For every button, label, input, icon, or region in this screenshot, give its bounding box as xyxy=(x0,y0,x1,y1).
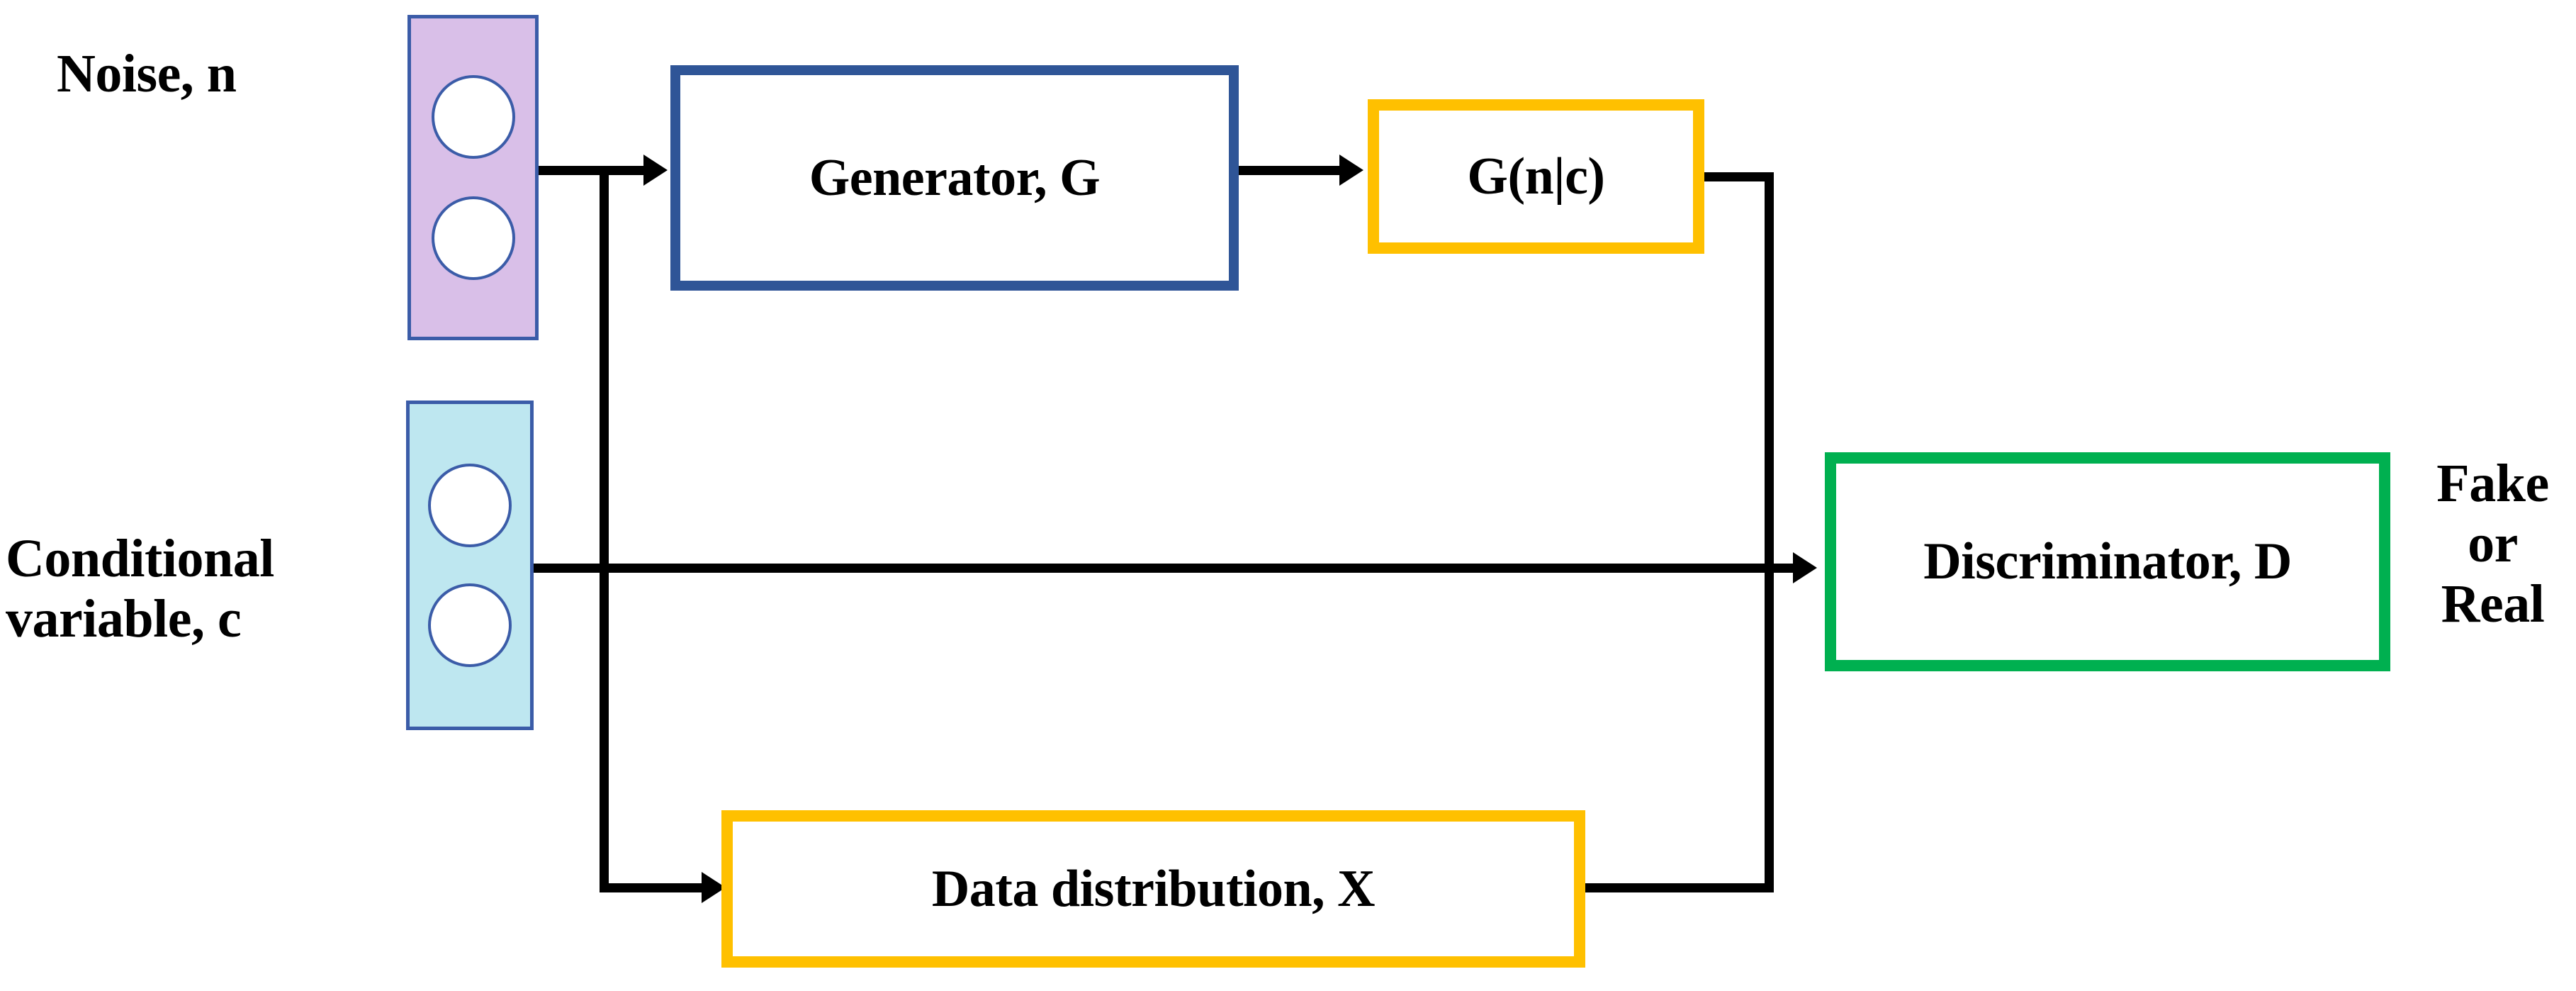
noise-node xyxy=(431,75,515,159)
gnc-output-line xyxy=(1704,172,1774,181)
generator-to-gnc-line xyxy=(1239,166,1345,175)
gnc-down-line xyxy=(1765,172,1774,573)
discriminator-block[interactable]: Discriminator, D xyxy=(1825,452,2390,671)
data-distribution-block[interactable]: Data distribution, X xyxy=(721,810,1585,968)
noise-to-generator-arrowhead xyxy=(643,155,668,186)
conditional-variable-vector xyxy=(406,401,534,730)
verdict-label: Fake or Real xyxy=(2436,454,2549,634)
generator-to-gnc-arrowhead xyxy=(1339,155,1363,186)
conditional-to-discriminator-arrowhead xyxy=(1793,552,1817,583)
noise-node xyxy=(431,196,515,280)
conditional-node xyxy=(428,463,512,547)
generator-block[interactable]: Generator, G xyxy=(670,65,1239,291)
noise-branch-vertical-line xyxy=(600,166,609,892)
data-up-line xyxy=(1765,564,1774,892)
noise-to-data-line xyxy=(600,883,709,892)
gnc-block[interactable]: G(n|c) xyxy=(1368,99,1704,254)
noise-vector xyxy=(407,15,539,340)
data-output-line xyxy=(1585,883,1774,892)
noise-label: Noise, n xyxy=(57,44,237,103)
conditional-node xyxy=(428,583,512,668)
conditional-to-discriminator-line xyxy=(534,564,1802,573)
conditional-variable-label: Conditional variable, c xyxy=(6,529,274,649)
noise-output-line xyxy=(539,166,609,175)
noise-to-generator-line xyxy=(601,166,649,175)
